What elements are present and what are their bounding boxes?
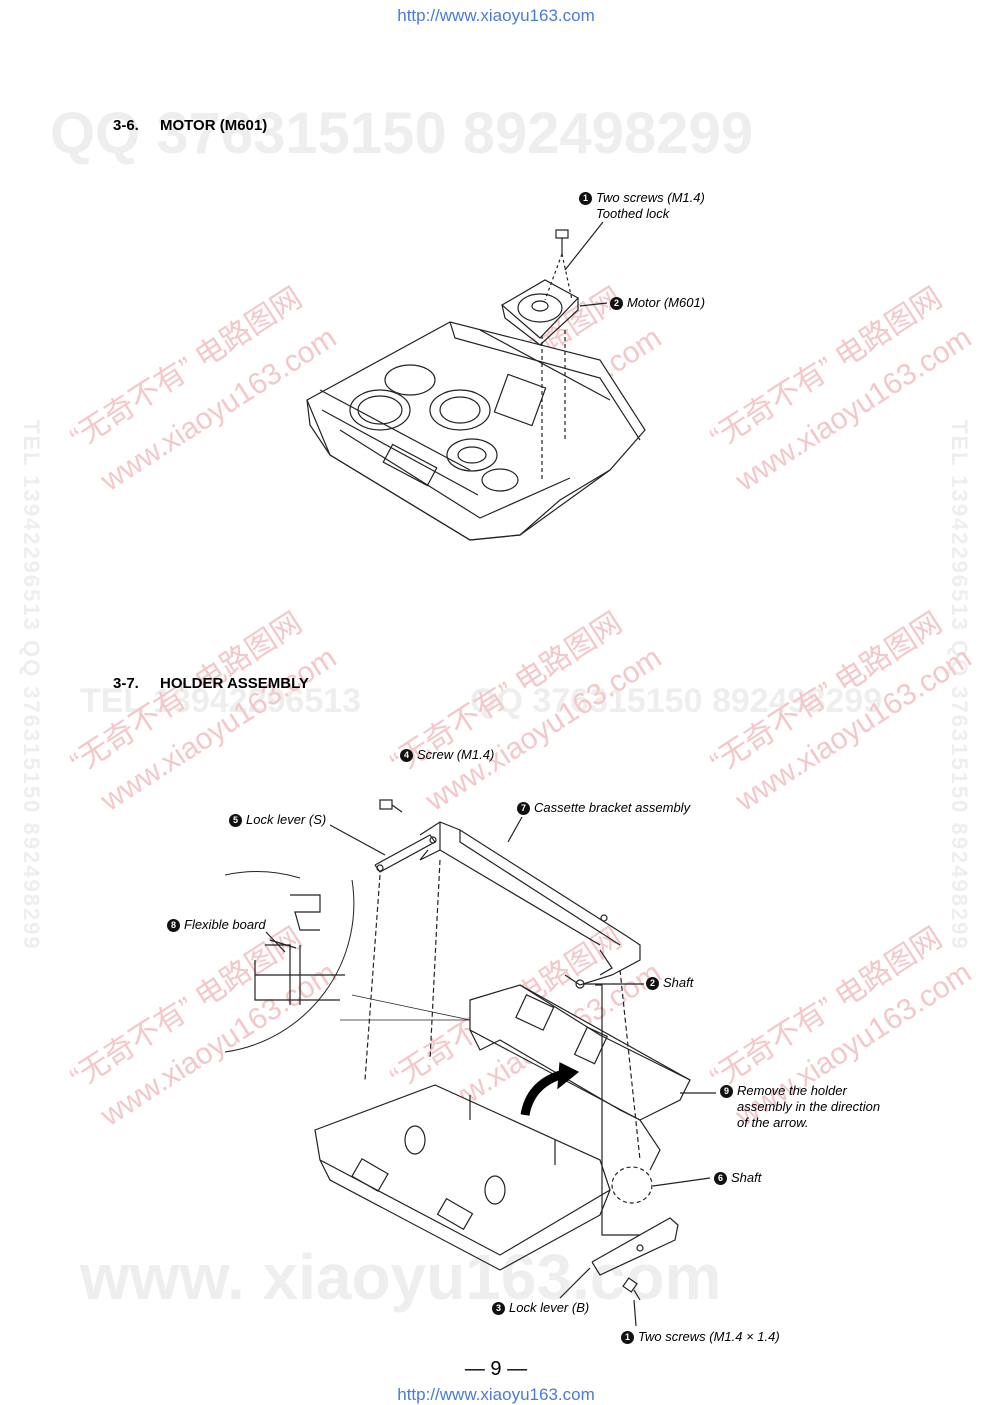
- mechanism-chassis: [306, 321, 646, 541]
- callout-lock-lever-s: 5 Lock lever (S): [229, 812, 326, 828]
- callout-two-screws: 1 Two screws (M1.4) Toothed lock: [579, 190, 705, 222]
- header-url[interactable]: http://www.xiaoyu163.com: [397, 6, 595, 25]
- callout-text: Remove the holder: [737, 1083, 847, 1098]
- motor-screw: [555, 229, 569, 239]
- footer-url[interactable]: http://www.xiaoyu163.com: [397, 1385, 595, 1404]
- callout-text: Flexible board: [184, 917, 266, 932]
- callout-text: Cassette bracket assembly: [534, 800, 691, 815]
- callout-number: 6: [714, 1172, 727, 1185]
- section-3-6-title: MOTOR (M601): [160, 117, 268, 134]
- callout-text: Lock lever (S): [246, 812, 327, 827]
- watermark-qq: QQ 376315150 892498299: [50, 101, 754, 166]
- section-3-7-title: HOLDER ASSEMBLY: [160, 675, 309, 692]
- lock-lever-s: [374, 834, 436, 873]
- screw-m14-top: [379, 799, 393, 810]
- callout-text: Screw (M1.4): [417, 747, 495, 762]
- page-number: — 9 —: [464, 1358, 528, 1380]
- callout-shaft-2: 2 Shaft: [646, 975, 693, 991]
- callout-text: Motor (M601): [627, 295, 706, 310]
- callout-text: Toothed lock: [596, 206, 670, 221]
- callout-number: 1: [621, 1331, 634, 1344]
- watermark-qq-mid: QQ 376315150 892498299: [470, 682, 883, 720]
- callout-number: 5: [229, 814, 242, 827]
- callout-text: Shaft: [663, 975, 694, 990]
- shaft-detail-circle: [611, 1166, 653, 1204]
- callout-number: 3: [492, 1302, 505, 1315]
- callout-text: assembly in the direction: [737, 1099, 881, 1114]
- callout-motor: 2 Motor (M601): [610, 295, 705, 311]
- section-3-7-number: 3-7.: [113, 675, 139, 692]
- watermark-tel: TEL 13942296513: [80, 682, 362, 720]
- callout-text: Two screws (M1.4): [596, 190, 705, 205]
- watermark-www: www. xiaoyu163.com: [80, 1241, 722, 1313]
- callout-shaft-6: 6 Shaft: [714, 1170, 761, 1186]
- section-3-6-number: 3-6.: [113, 117, 139, 134]
- callout-text: Lock lever (B): [509, 1300, 590, 1315]
- callout-number: 4: [400, 749, 413, 762]
- watermark-vertical-right: TEL 13942296513 QQ 376315150 892498299: [947, 420, 972, 951]
- removal-direction-arrow: [520, 1070, 562, 1116]
- callout-flexible-board: 8 Flexible board: [167, 917, 266, 933]
- callout-text: Two screws (M1.4 × 1.4): [638, 1329, 780, 1344]
- callout-remove-holder: 9 Remove the holder assembly in the direc…: [720, 1083, 880, 1131]
- callout-screw-m14: 4 Screw (M1.4): [400, 747, 494, 763]
- callout-number: 1: [579, 192, 592, 205]
- callout-text: Shaft: [731, 1170, 762, 1185]
- callout-number: 2: [610, 297, 623, 310]
- callout-number: 7: [517, 802, 530, 815]
- callout-text: of the arrow.: [737, 1115, 809, 1130]
- callout-number: 2: [646, 977, 659, 990]
- callout-number: 8: [167, 919, 180, 932]
- callout-two-screws-bottom: 1 Two screws (M1.4 × 1.4): [621, 1329, 780, 1345]
- callout-number: 9: [720, 1085, 733, 1098]
- callout-cassette-bracket: 7 Cassette bracket assembly: [517, 800, 690, 816]
- callout-lock-lever-b: 3 Lock lever (B): [492, 1300, 589, 1316]
- watermark-vertical-left: TEL 13942296513 QQ 376315150 892498299: [19, 420, 44, 951]
